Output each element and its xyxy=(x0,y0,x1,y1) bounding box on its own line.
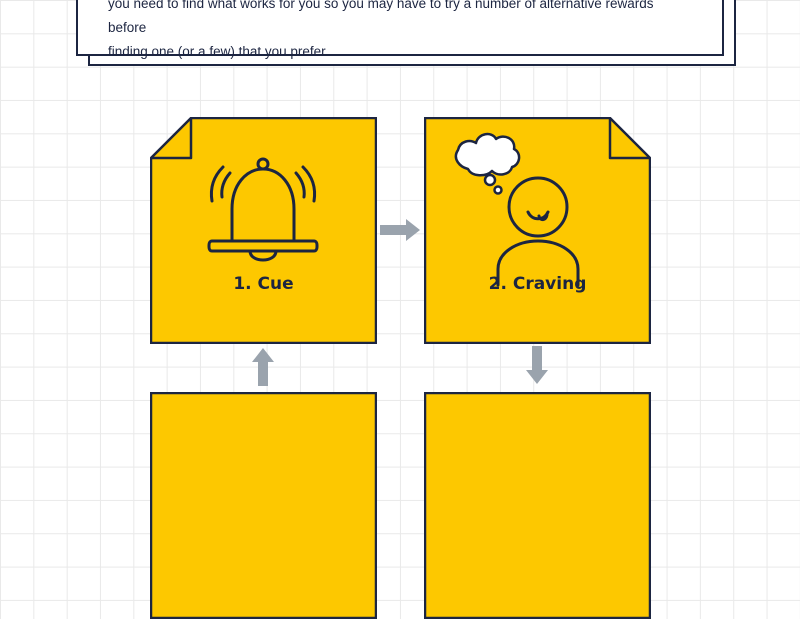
arrow-up-icon xyxy=(252,348,274,386)
arrow-down-icon xyxy=(526,346,548,384)
arrow-right-icon xyxy=(380,219,420,241)
habit-step-cue: 1. Cue xyxy=(150,117,377,344)
habit-step-bottom-left xyxy=(150,392,377,619)
habit-step-bottom-right xyxy=(424,392,651,619)
bell-icon xyxy=(207,157,319,262)
intro-text-line-2: finding one (or a few) that you prefer. xyxy=(108,44,329,59)
habit-step-craving: 2. Craving xyxy=(424,117,651,344)
sticky-note-shape xyxy=(424,392,651,619)
sticky-note-shape xyxy=(150,117,377,344)
intro-text-line-1: you need to find what works for you so y… xyxy=(108,0,654,35)
habit-step-label-craving: 2. Craving xyxy=(488,274,587,294)
sticky-note-shape xyxy=(150,392,377,619)
habit-step-label-cue: 1. Cue xyxy=(233,274,294,294)
person-thinking-icon xyxy=(454,132,580,287)
intro-card: you need to find what works for you so y… xyxy=(76,0,724,59)
